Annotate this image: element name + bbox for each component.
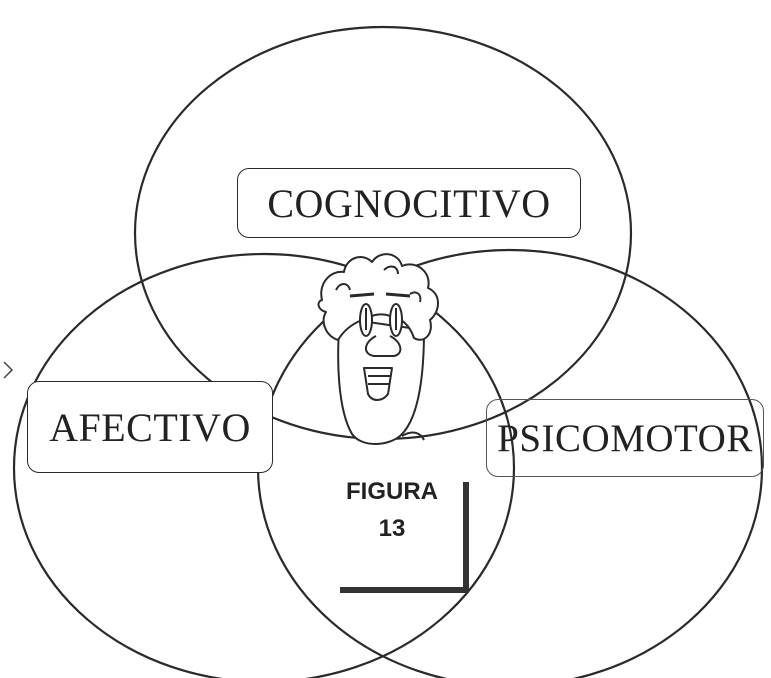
label-psicomotor: PSICOMOTOR bbox=[486, 399, 764, 477]
circle-afectivo bbox=[12, 252, 516, 678]
smiling-face-icon bbox=[317, 253, 439, 445]
figure-caption-number: 13 bbox=[378, 515, 406, 542]
figure-caption-title: FIGURA bbox=[346, 478, 438, 505]
corner-bracket bbox=[340, 482, 469, 593]
stray-mark bbox=[3, 361, 14, 379]
label-cognocitivo: COGNOCITIVO bbox=[237, 168, 581, 238]
label-afectivo: AFECTIVO bbox=[27, 381, 273, 473]
